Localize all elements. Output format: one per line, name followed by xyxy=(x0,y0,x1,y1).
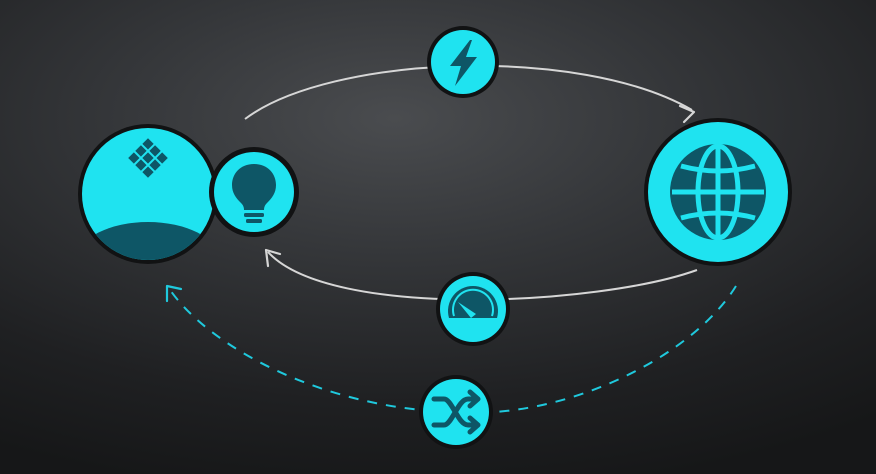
idea-node xyxy=(209,147,299,237)
internet-node xyxy=(644,118,792,266)
user-shoulders-icon xyxy=(82,222,214,260)
lightning-bolt-icon xyxy=(450,40,477,86)
globe-icon xyxy=(670,143,766,241)
user-avatar-node xyxy=(78,124,218,264)
speedometer-icon xyxy=(448,286,498,318)
arrow-internet-to-user-dashed xyxy=(165,284,737,414)
exchange-node xyxy=(419,375,493,449)
power-node xyxy=(427,26,499,98)
lightbulb-icon xyxy=(232,164,276,223)
shuffle-icon xyxy=(431,389,481,435)
performance-node xyxy=(436,272,510,346)
